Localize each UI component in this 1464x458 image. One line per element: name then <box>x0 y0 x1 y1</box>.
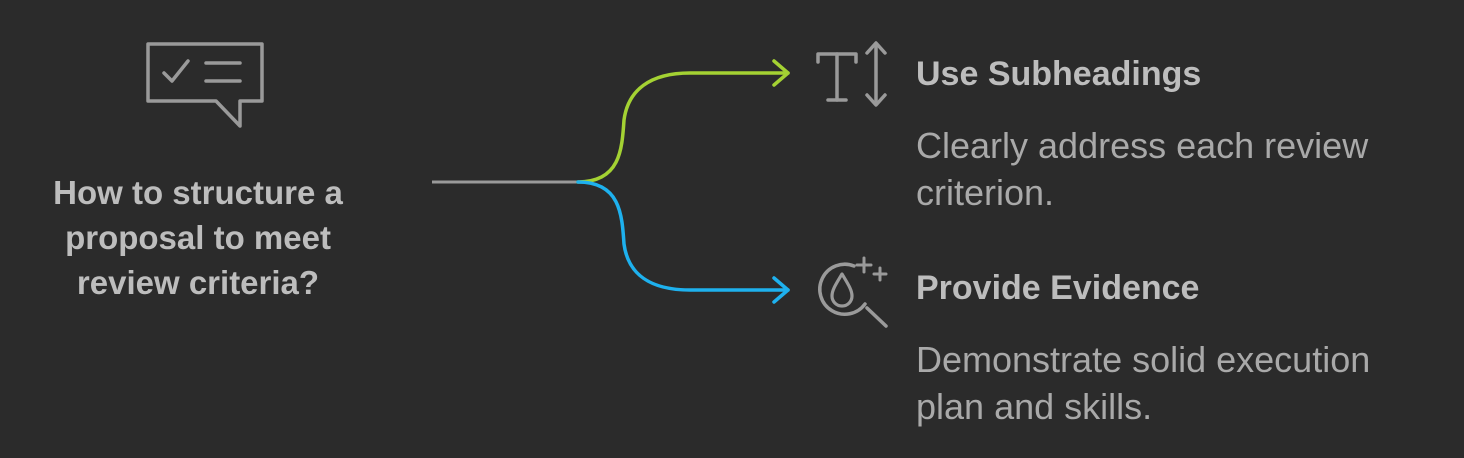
connector-top <box>576 71 790 184</box>
option-title-subheadings: Use Subheadings <box>916 55 1202 93</box>
option-description-subheadings: Clearly address each review criterion. <box>916 125 1369 213</box>
text-height-icon <box>816 41 887 107</box>
arrow-head-top <box>772 59 790 87</box>
question-text: How to structure a proposal to meet revi… <box>53 174 343 301</box>
arrow-head-bottom <box>772 276 790 304</box>
connector-bottom <box>576 180 790 292</box>
option-title-evidence: Provide Evidence <box>916 269 1200 307</box>
option-description-evidence: Demonstrate solid execution plan and ski… <box>916 339 1371 427</box>
checklist-chat-icon <box>146 42 264 128</box>
magnify-drop-icon <box>818 256 888 328</box>
